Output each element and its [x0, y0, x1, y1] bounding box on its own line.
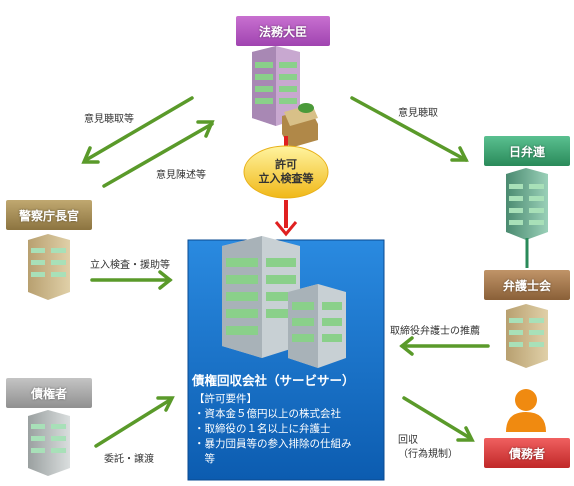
police-building-icon: [28, 234, 70, 300]
arrow-servicer-to-debtor: [402, 396, 472, 440]
creditor-building-icon: [28, 410, 70, 476]
conduct-regulation-label: （行為規制）: [398, 449, 458, 460]
creditor-label: 債権者: [30, 386, 67, 401]
arrow-minister-to-police: [84, 96, 194, 162]
jfba-label: 日弁連: [508, 144, 545, 159]
requirements-heading: 【許可要件】: [194, 393, 257, 405]
servicer-building-icon: [222, 236, 346, 368]
document-stack-icon: [282, 103, 318, 148]
police-label: 警察庁長官: [18, 208, 79, 223]
bar-association-building-icon: [506, 304, 548, 368]
bar-association-node: 弁護士会: [484, 270, 570, 300]
edge-label-minister-to-police: 意見聴取等: [84, 114, 134, 125]
permit-line2: 立入検査等: [258, 172, 314, 185]
edge-label-minister-to-jfba: 意見聴取: [398, 108, 438, 119]
edge-label-bar-to-servicer: 取締役弁護士の推薦: [390, 326, 480, 337]
edge-label-police-to-minister: 意見陳述等: [156, 170, 206, 181]
permit-line1: 許可: [275, 158, 297, 171]
permit-text: 許可 立入検査等: [244, 158, 328, 186]
creditor-node: 債権者: [6, 378, 92, 408]
permit-bubble: [243, 145, 329, 199]
arrow-police-to-minister: [102, 122, 214, 188]
requirement-item: ・取締役の１名以上に弁護士: [194, 423, 331, 435]
police-node: 警察庁長官: [6, 200, 92, 230]
servicer-title: 債権回収会社（サービサー）: [192, 373, 355, 388]
jfba-building-icon: [506, 168, 548, 240]
requirement-item: 等: [194, 453, 215, 465]
requirement-item: ・資本金５億円以上の株式会社: [194, 408, 341, 420]
person-icon: [506, 389, 546, 432]
bar-association-label: 弁護士会: [502, 278, 551, 293]
permit-arrow: [274, 136, 298, 237]
requirements-block: 【許可要件】 ・資本金５億円以上の株式会社 ・取締役の１名以上に弁護士 ・暴力団…: [194, 392, 382, 467]
edge-label-police-to-servicer: 立入検査・援助等: [90, 260, 170, 271]
minister-node: 法務大臣: [236, 16, 330, 46]
collection-label: 回収: [398, 435, 418, 446]
jfba-node: 日弁連: [484, 136, 570, 166]
minister-building-icon: [252, 46, 300, 126]
debtor-label: 債務者: [508, 446, 545, 461]
arrow-creditor-to-servicer: [94, 398, 172, 448]
debtor-node: 債務者: [484, 438, 570, 468]
edge-label-servicer-to-debtor: 回収 （行為規制）: [398, 434, 458, 462]
arrow-minister-to-jfba: [350, 96, 468, 162]
requirement-item: ・暴力団員等の参入排除の仕組み: [194, 438, 352, 450]
edge-label-creditor-to-servicer: 委託・譲渡: [104, 454, 154, 465]
minister-label: 法務大臣: [258, 24, 307, 39]
